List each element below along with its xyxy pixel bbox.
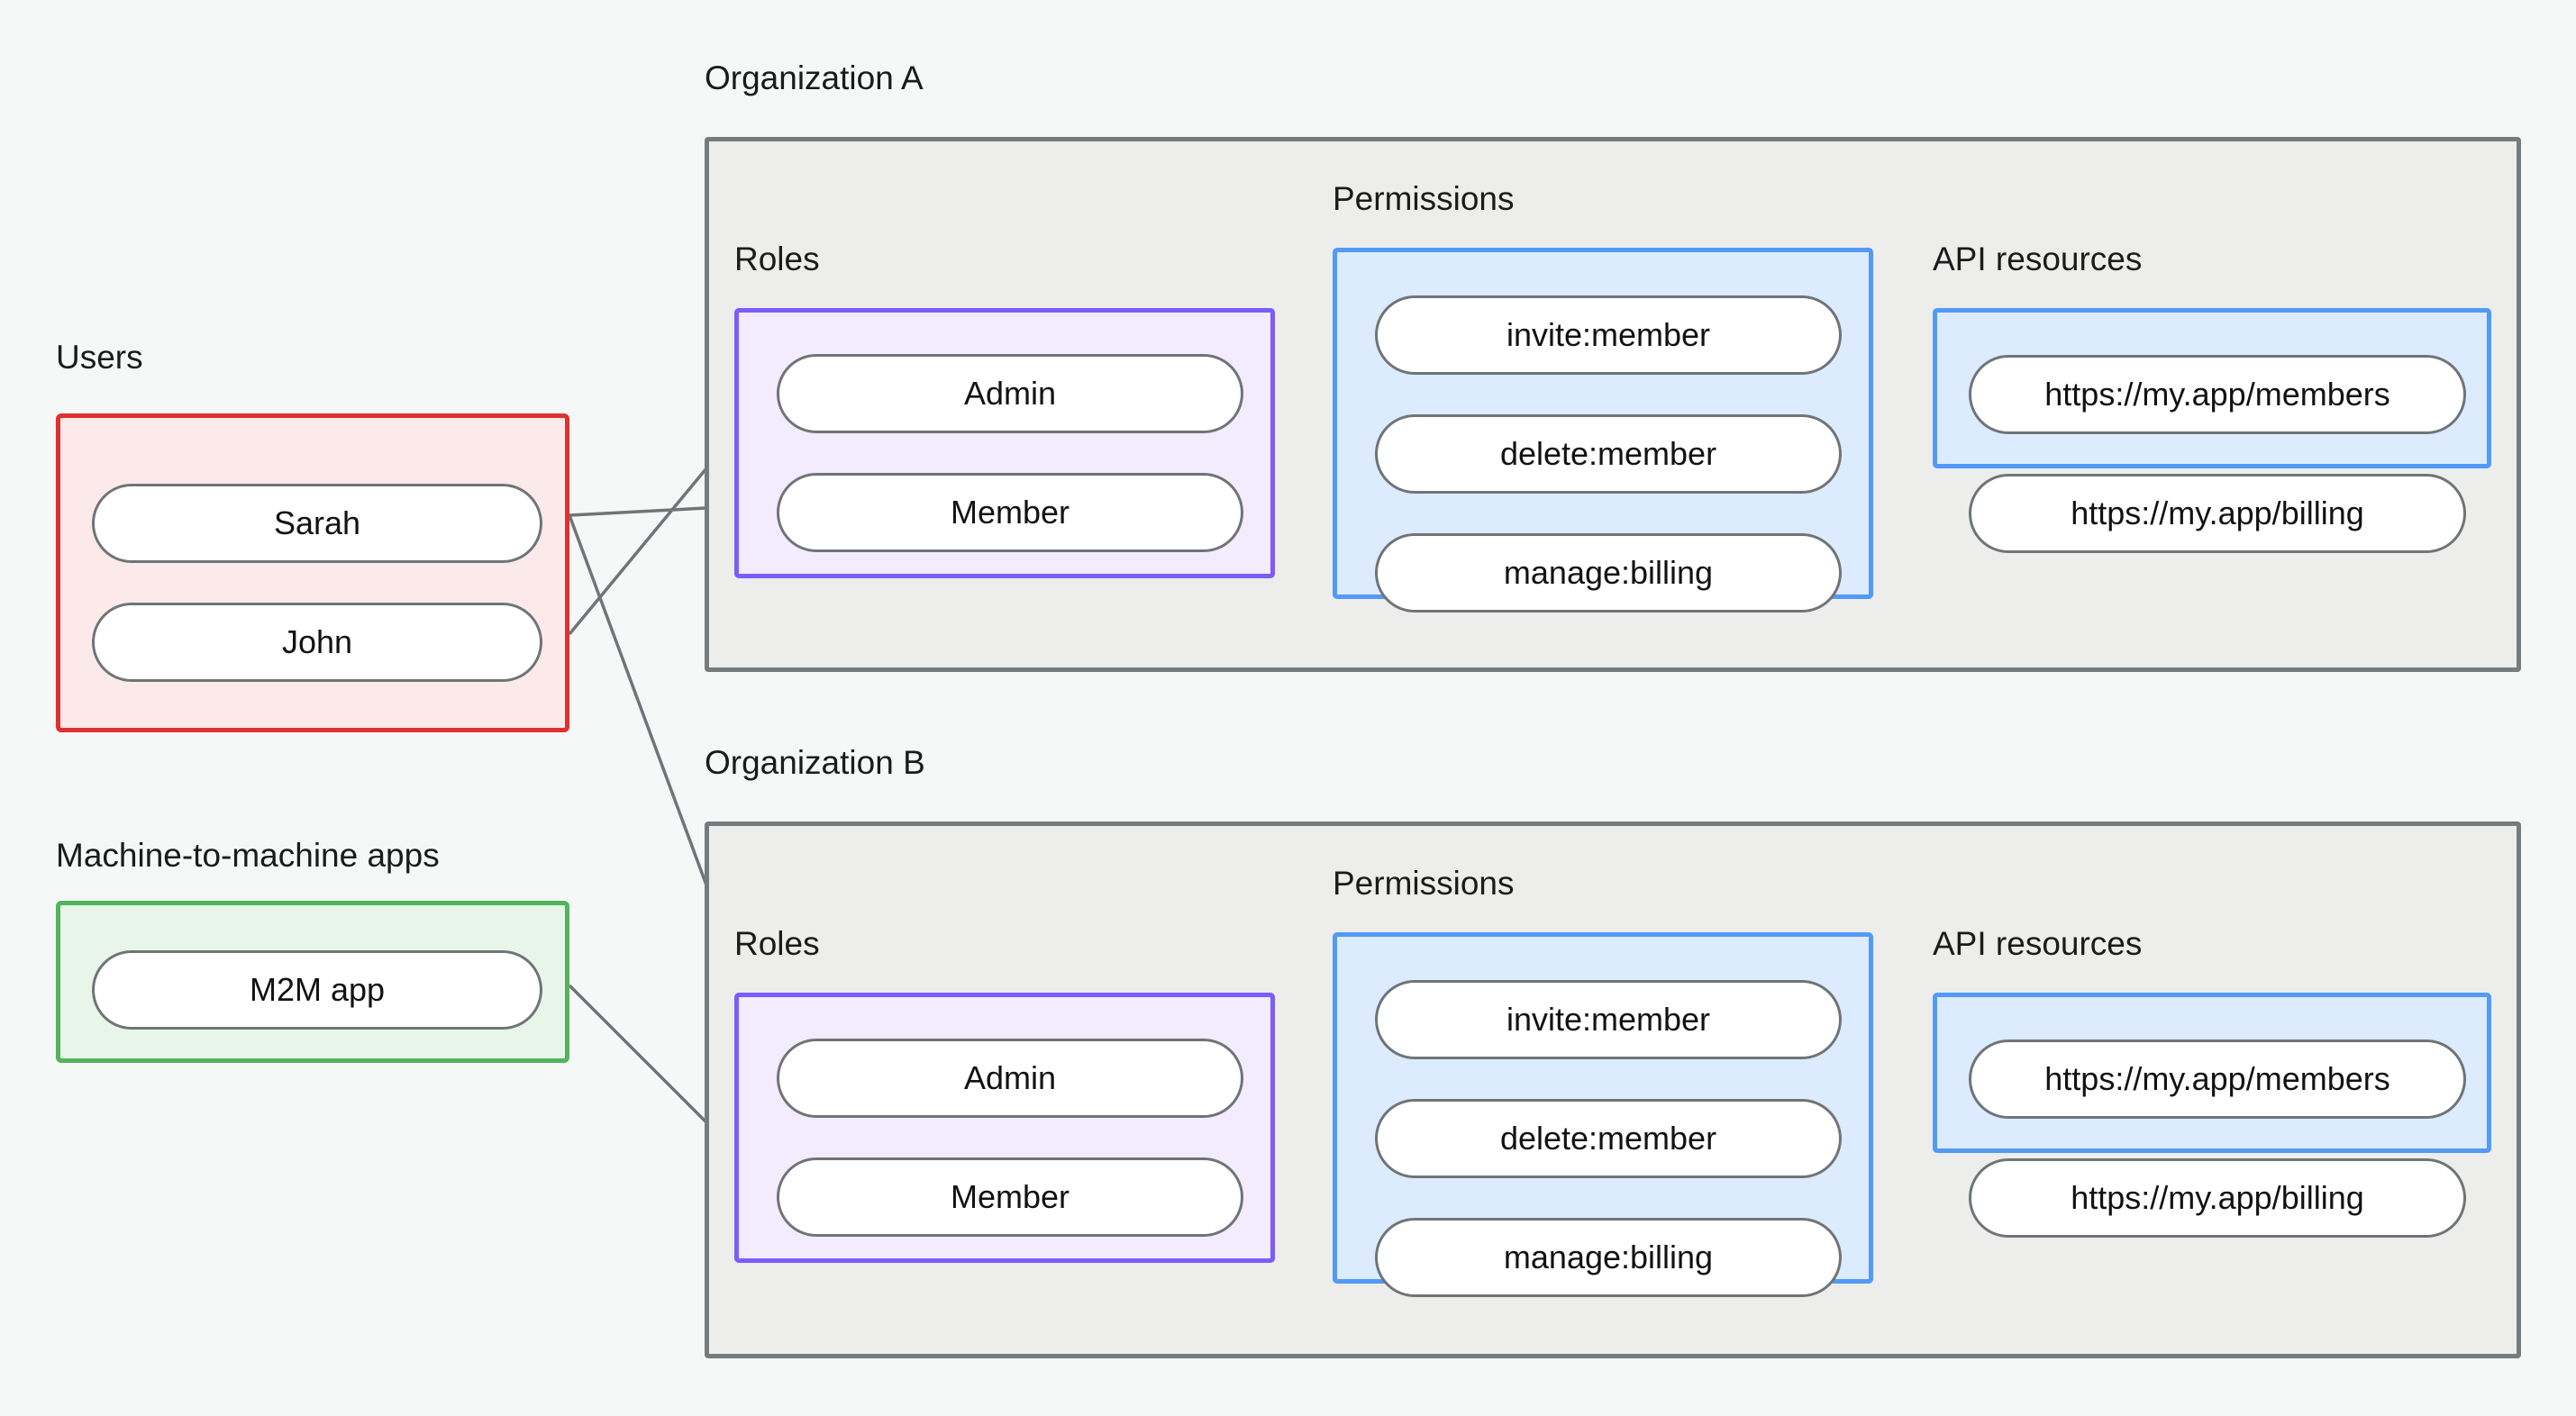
org-a-role-pill-admin[interactable]: Admin [777, 354, 1243, 433]
org-b-label: Organization B [705, 744, 925, 781]
org-a-container: Roles Admin Member Permissions invite:me… [705, 137, 2521, 672]
org-b-api-container: https://my.app/members https://my.app/bi… [1933, 993, 2491, 1238]
org-b-roles-container: Admin Member [734, 993, 1275, 1263]
org-b-api-pill-billing[interactable]: https://my.app/billing [1969, 1158, 2466, 1238]
org-b-permission-pill-delete[interactable]: delete:member [1375, 1099, 1842, 1178]
org-b-api-label: API resources [1933, 925, 2143, 962]
org-b-roles-label: Roles [734, 925, 820, 962]
user-pill-sarah[interactable]: Sarah [92, 484, 542, 563]
org-b-role-pill-member[interactable]: Member [777, 1157, 1243, 1237]
org-b-permission-pill-invite[interactable]: invite:member [1375, 980, 1842, 1059]
m2m-container: M2M app [56, 901, 569, 1063]
org-b-role-pill-admin[interactable]: Admin [777, 1039, 1243, 1118]
org-a-permission-pill-delete[interactable]: delete:member [1375, 414, 1842, 494]
org-a-roles-label: Roles [734, 241, 820, 277]
org-a-api-pill-billing[interactable]: https://my.app/billing [1969, 474, 2466, 553]
org-a-api-pill-members[interactable]: https://my.app/members [1969, 355, 2466, 434]
m2m-pill-app[interactable]: M2M app [92, 950, 542, 1030]
org-b-container: Roles Admin Member Permissions invite:me… [705, 821, 2521, 1358]
org-a-roles-container: Admin Member [734, 308, 1275, 578]
org-b-api-pill-members[interactable]: https://my.app/members [1969, 1039, 2466, 1119]
org-a-permission-pill-invite[interactable]: invite:member [1375, 295, 1842, 375]
m2m-group-label: Machine-to-machine apps [56, 837, 440, 874]
org-a-api-container: https://my.app/members https://my.app/bi… [1933, 308, 2491, 553]
org-b-permissions-container: invite:member delete:member manage:billi… [1333, 932, 1873, 1297]
org-a-api-label: API resources [1933, 241, 2143, 277]
org-a-permissions-container: invite:member delete:member manage:billi… [1333, 248, 1873, 613]
user-pill-john[interactable]: John [92, 603, 542, 682]
users-container: Sarah John [56, 413, 569, 732]
org-a-permission-pill-billing[interactable]: manage:billing [1375, 533, 1842, 613]
users-group-label: Users [56, 339, 143, 376]
org-a-permissions-label: Permissions [1333, 180, 1515, 217]
org-b-permissions-label: Permissions [1333, 865, 1515, 902]
org-b-permission-pill-billing[interactable]: manage:billing [1375, 1218, 1842, 1297]
org-a-role-pill-member[interactable]: Member [777, 473, 1243, 552]
org-a-label: Organization A [705, 59, 924, 96]
